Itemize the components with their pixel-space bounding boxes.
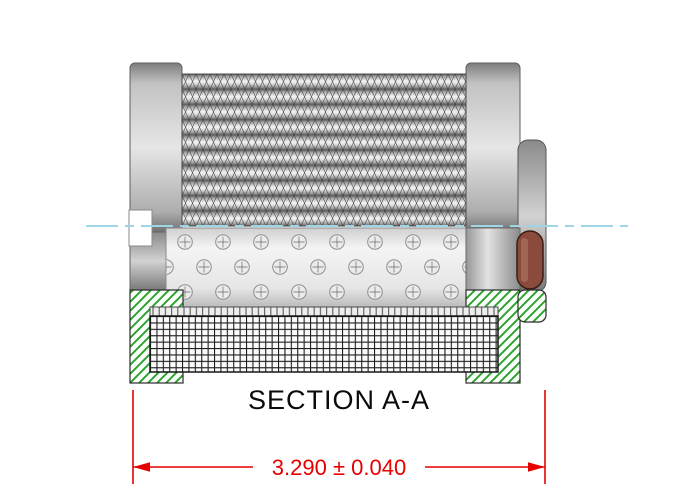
bore-notch — [128, 209, 153, 247]
o-ring-highlight — [521, 238, 528, 282]
crimp-strip — [149, 306, 499, 317]
pleated-filter-media — [181, 73, 467, 227]
dimension-arrow-right — [528, 462, 545, 472]
dimension-arrow-left — [133, 462, 150, 472]
dimension-text: 3.290 ± 0.040 — [272, 455, 406, 480]
right-lower-hub — [465, 227, 521, 293]
wire-mesh-screen — [149, 315, 499, 373]
right-fitting-seal-hatch — [517, 289, 547, 323]
right-end-cap — [465, 62, 521, 233]
o-ring-seal — [516, 230, 544, 290]
core-tube-holes — [166, 228, 468, 308]
left-end-cap — [129, 62, 183, 233]
section-label: SECTION A-A — [248, 385, 430, 415]
